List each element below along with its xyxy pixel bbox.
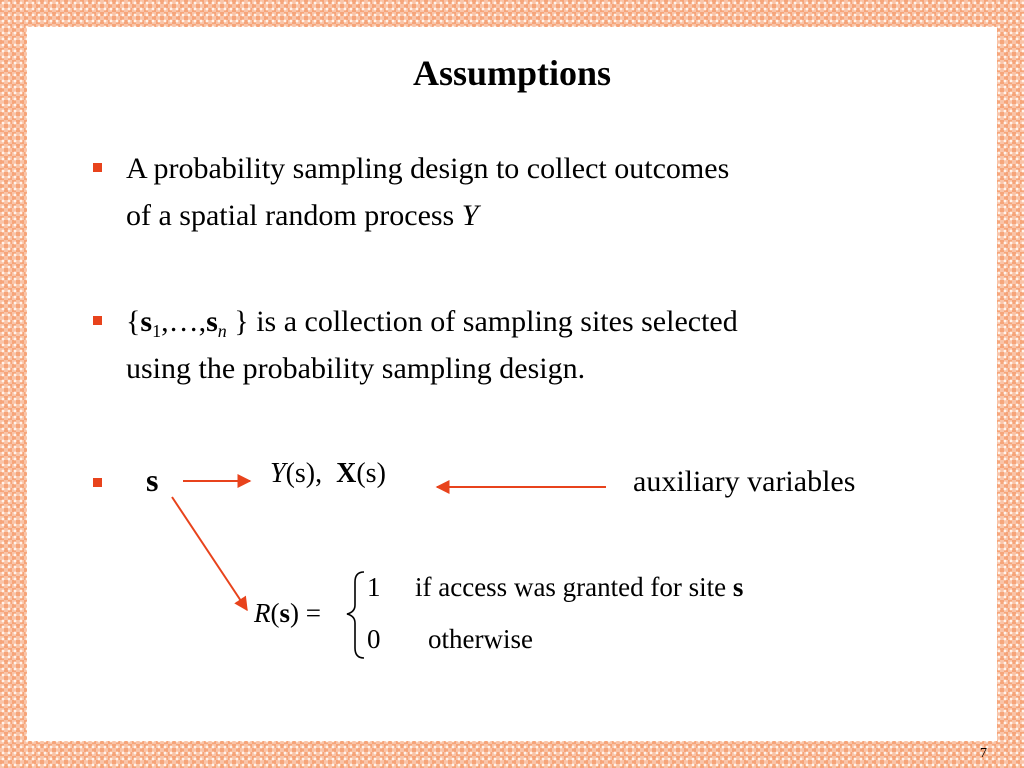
formula-lhs: R(s) = bbox=[254, 598, 321, 629]
cases-brace-icon bbox=[346, 571, 365, 659]
site-symbol: s bbox=[146, 462, 159, 498]
subscript-first: 1 bbox=[152, 321, 162, 341]
site-symbol-last: s bbox=[206, 305, 218, 338]
page-number: 7 bbox=[980, 746, 987, 761]
ellipsis: ,…, bbox=[161, 305, 207, 338]
bullet-1-line-2: of a spatial random process Y bbox=[126, 194, 478, 238]
outcome-expression: Y(s), X(s) bbox=[270, 458, 386, 490]
x-function: X bbox=[336, 458, 357, 489]
bullet-2-line-1-text: is a collection of sampling sites select… bbox=[256, 305, 738, 338]
y-function: Y bbox=[270, 458, 286, 489]
bullet-marker-2 bbox=[93, 316, 102, 325]
arrow-to-response-indicator bbox=[171, 496, 248, 612]
y-arguments: (s), bbox=[285, 458, 323, 489]
subscript-last: n bbox=[217, 321, 227, 341]
slide-title: Assumptions bbox=[412, 53, 612, 93]
x-arguments: (s) bbox=[356, 458, 386, 489]
slide-canvas bbox=[27, 27, 997, 741]
case-2-condition: otherwise bbox=[428, 624, 533, 654]
bullet-2-line-2: using the probability sampling design. bbox=[126, 352, 586, 385]
r-arguments: (s) bbox=[270, 598, 300, 628]
bullet-marker-1 bbox=[93, 163, 102, 172]
equals-sign: = bbox=[305, 598, 321, 628]
auxiliary-variables-label: auxiliary variables bbox=[633, 465, 856, 498]
case-2-value: 0 bbox=[367, 624, 381, 654]
bullet-marker-3 bbox=[93, 478, 102, 487]
open-brace: { bbox=[126, 305, 141, 338]
sites-set-notation: {s1,…,sn } bbox=[126, 305, 249, 341]
site-symbol-first: s bbox=[140, 305, 153, 338]
close-brace: } bbox=[234, 305, 249, 338]
process-variable-y: Y bbox=[461, 199, 479, 232]
case-1-condition: if access was granted for site s bbox=[415, 572, 743, 603]
case-1-site-symbol: s bbox=[732, 572, 744, 602]
bullet-2-line-1: {s1,…,sn } is a collection of sampling s… bbox=[126, 300, 738, 353]
bullet-1-line-1: A probability sampling design to collect… bbox=[126, 152, 730, 185]
case-1-value: 1 bbox=[367, 572, 381, 602]
bullet-1-line-2-text: of a spatial random process bbox=[126, 199, 462, 232]
case-1-condition-text: if access was granted for site bbox=[415, 572, 727, 602]
r-function: R bbox=[254, 598, 271, 628]
